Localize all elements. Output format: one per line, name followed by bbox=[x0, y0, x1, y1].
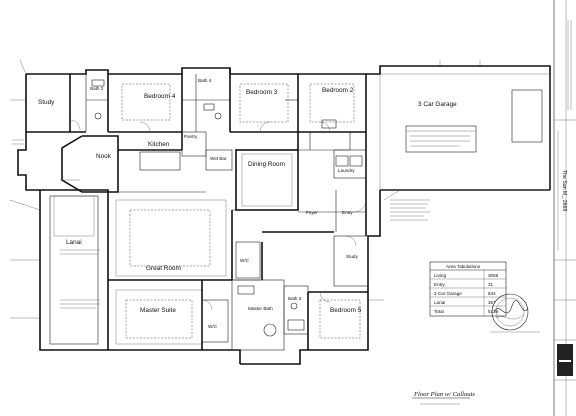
area-row-label: Total bbox=[434, 309, 444, 314]
area-row-value: 357 bbox=[488, 300, 496, 305]
room-label-laundry: Laundry bbox=[338, 168, 355, 173]
room-label-master-bath: Master Bath bbox=[248, 306, 273, 311]
title-block-logo bbox=[557, 344, 573, 376]
door-swings bbox=[69, 119, 367, 311]
fixtures bbox=[91, 79, 363, 331]
title-block-lines bbox=[557, 20, 572, 250]
room-label-garage: 3 Car Garage bbox=[418, 101, 457, 108]
room-label-study-right: Study bbox=[346, 254, 358, 259]
callout-text-blocks bbox=[12, 139, 430, 309]
sheet-title: Floor Plan w/ Callouts bbox=[413, 391, 475, 398]
room-label-bath3: Bath 3 bbox=[288, 296, 302, 301]
area-row-label: 3 Car Garage bbox=[434, 291, 462, 296]
area-row-value: 3069 bbox=[488, 273, 499, 278]
title-block-model: The San M_ 2669 bbox=[561, 170, 567, 211]
room-label-dining: Dining Room bbox=[248, 161, 285, 168]
room-label-lanai: Lanai bbox=[66, 239, 82, 246]
room-label-bath2: Bath 2 bbox=[90, 86, 104, 91]
area-table: Area Tabulations Living 3069 Entry 31 3 … bbox=[429, 261, 507, 317]
engineer-seal bbox=[490, 293, 540, 333]
area-row-value: 844 bbox=[488, 291, 496, 296]
room-label-bedroom2: Bedroom 2 bbox=[322, 87, 354, 94]
ceiling-lines bbox=[121, 83, 361, 339]
garage-note bbox=[405, 125, 477, 153]
interior-walls bbox=[26, 68, 551, 351]
room-label-pantry: Pantry bbox=[184, 134, 198, 139]
room-label-master-suite: Master Suite bbox=[140, 307, 176, 314]
room-label-bedroom5: Bedroom 5 bbox=[330, 307, 362, 314]
area-row-label: Living bbox=[434, 273, 446, 278]
room-label-foyer: Foyer bbox=[306, 210, 318, 215]
room-label-bedroom3: Bedroom 3 bbox=[246, 89, 278, 96]
room-label-bath4: Bath 4 bbox=[198, 78, 212, 83]
area-row-value: 5129 bbox=[488, 309, 499, 314]
room-label-entry: Entry bbox=[342, 210, 353, 215]
room-label-study-left: Study bbox=[38, 99, 55, 106]
room-label-wic-2: W/C bbox=[208, 324, 218, 329]
sheet-title-block: Floor Plan w/ Callouts bbox=[412, 391, 475, 405]
callout-leaders bbox=[9, 59, 481, 319]
room-label-bedroom4: Bedroom 4 bbox=[144, 93, 176, 100]
room-label-nook: Nook bbox=[96, 153, 112, 160]
area-table-heading: Area Tabulations bbox=[446, 264, 481, 269]
room-label-wic-1: W/C bbox=[240, 258, 250, 263]
room-label-wet-bar: Wet Bar bbox=[210, 156, 227, 161]
area-row-label: Lanai bbox=[434, 300, 445, 305]
room-label-kitchen: Kitchen bbox=[148, 141, 170, 148]
area-row-label: Entry bbox=[434, 282, 445, 287]
room-label-great-room: Great Room bbox=[146, 265, 181, 272]
area-row-value: 31 bbox=[488, 282, 494, 287]
